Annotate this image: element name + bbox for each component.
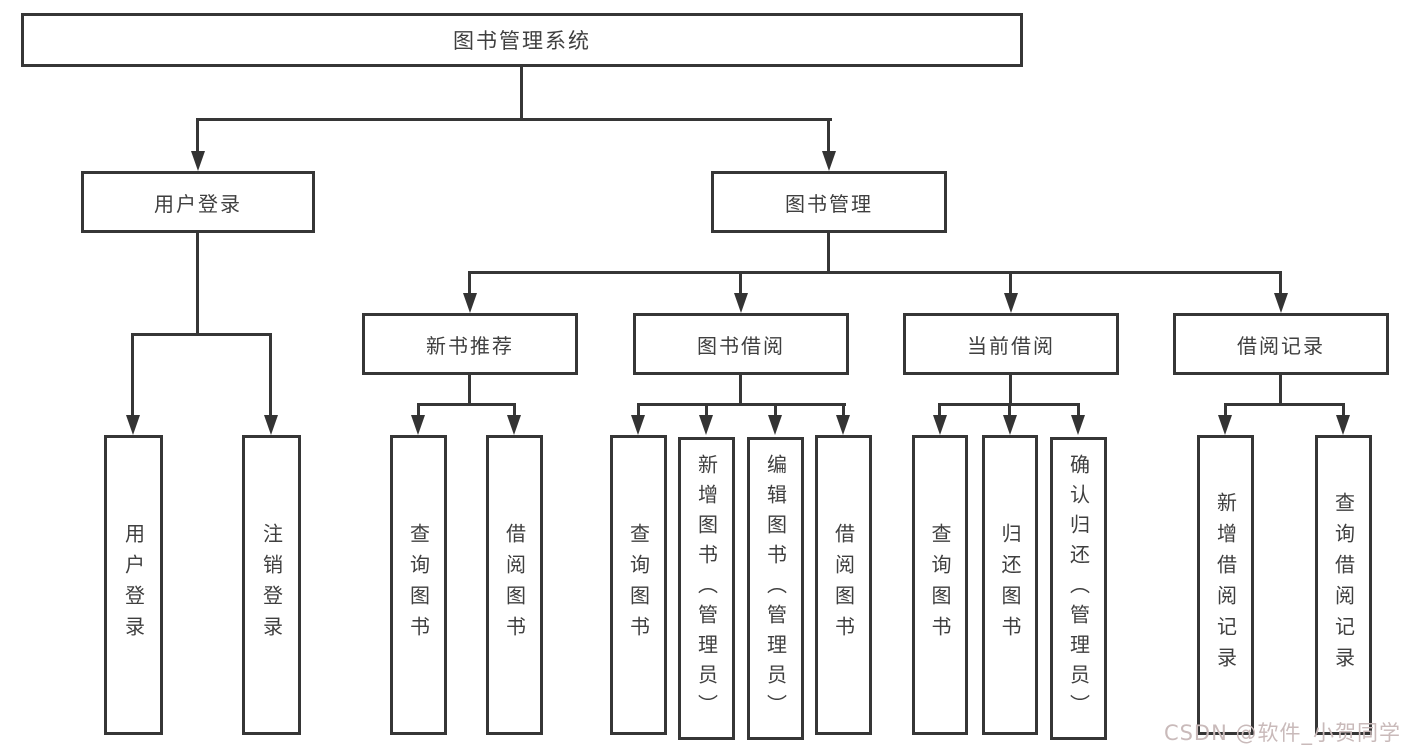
node-current-borrow: 当前借阅 (903, 313, 1119, 375)
arrow-down-icon (836, 415, 850, 435)
node-book-mgmt: 图书管理 (711, 171, 947, 233)
arrow-down-icon (699, 415, 713, 435)
connector-nbr-stem (468, 374, 471, 405)
arrow-down-icon (734, 293, 748, 313)
node-user-login: 用户登录 (81, 171, 315, 233)
leaf-nbr-query-book: 查询图书 (390, 435, 447, 735)
node-borrow-records: 借阅记录 (1173, 313, 1389, 375)
connector-drop-borrow-records (1279, 271, 1282, 294)
leaf-bb-edit-book: 编辑图书（管理员） (747, 437, 804, 740)
arrow-down-icon (1218, 415, 1232, 435)
connector-br-branch (1224, 403, 1345, 406)
connector-drop-current-borrow (1009, 271, 1012, 294)
connector-drop (774, 403, 777, 416)
arrow-down-icon (1003, 415, 1017, 435)
node-root-system: 图书管理系统 (21, 13, 1023, 67)
connector-drop (705, 403, 708, 416)
arrow-down-icon (264, 415, 278, 435)
arrow-down-icon (1274, 293, 1288, 313)
connector-drop (1224, 403, 1227, 416)
arrow-down-icon (1071, 415, 1085, 435)
node-new-book-rec: 新书推荐 (362, 313, 578, 375)
connector-drop (938, 403, 941, 416)
connector-drop-new-book-rec (468, 271, 471, 294)
connector-drop-user-login (196, 118, 199, 152)
connector-drop-book-borrow (739, 271, 742, 294)
arrow-down-icon (191, 151, 205, 171)
arrow-down-icon (507, 415, 521, 435)
connector-drop-leaf-logout (269, 333, 272, 416)
connector-drop (842, 403, 845, 416)
connector-mgmt-branch (468, 271, 1282, 274)
connector-drop (417, 403, 420, 416)
leaf-nbr-borrow-book: 借阅图书 (486, 435, 543, 735)
connector-nbr-branch (417, 403, 516, 406)
connector-drop (1342, 403, 1345, 416)
connector-root-branch (196, 118, 832, 121)
csdn-watermark: CSDN @软件_小贺同学 (1163, 721, 1401, 745)
connector-user-branch (131, 333, 272, 336)
arrow-down-icon (822, 151, 836, 171)
leaf-cb-return-book: 归还图书 (982, 435, 1038, 735)
connector-drop (1077, 403, 1080, 416)
arrow-down-icon (1004, 293, 1018, 313)
leaf-logout: 注销登录 (242, 435, 301, 735)
connector-mgmt-stem (827, 232, 830, 274)
arrow-down-icon (768, 415, 782, 435)
connector-drop-book-mgmt (827, 118, 830, 152)
leaf-br-add-record: 新增借阅记录 (1197, 435, 1254, 735)
leaf-br-query-record: 查询借阅记录 (1315, 435, 1372, 735)
arrow-down-icon (933, 415, 947, 435)
leaf-bb-add-book: 新增图书（管理员） (678, 437, 735, 740)
leaf-cb-query-book: 查询图书 (912, 435, 968, 735)
leaf-cb-confirm-return: 确认归还（管理员） (1050, 437, 1107, 740)
connector-drop (513, 403, 516, 416)
leaf-user-login: 用户登录 (104, 435, 163, 735)
connector-bb-stem (739, 374, 742, 405)
connector-root-stem (520, 66, 523, 120)
connector-bb-branch (637, 403, 846, 406)
connector-drop-leaf-login (131, 333, 134, 416)
arrow-down-icon (411, 415, 425, 435)
connector-drop (1008, 403, 1011, 416)
connector-br-stem (1279, 374, 1282, 405)
arrow-down-icon (1336, 415, 1350, 435)
node-book-borrow: 图书借阅 (633, 313, 849, 375)
arrow-down-icon (126, 415, 140, 435)
arrow-down-icon (631, 415, 645, 435)
connector-user-stem (196, 232, 199, 336)
leaf-bb-borrow-book: 借阅图书 (815, 435, 872, 735)
leaf-bb-query-book: 查询图书 (610, 435, 667, 735)
connector-cb-stem (1009, 374, 1012, 405)
arrow-down-icon (463, 293, 477, 313)
connector-drop (637, 403, 640, 416)
